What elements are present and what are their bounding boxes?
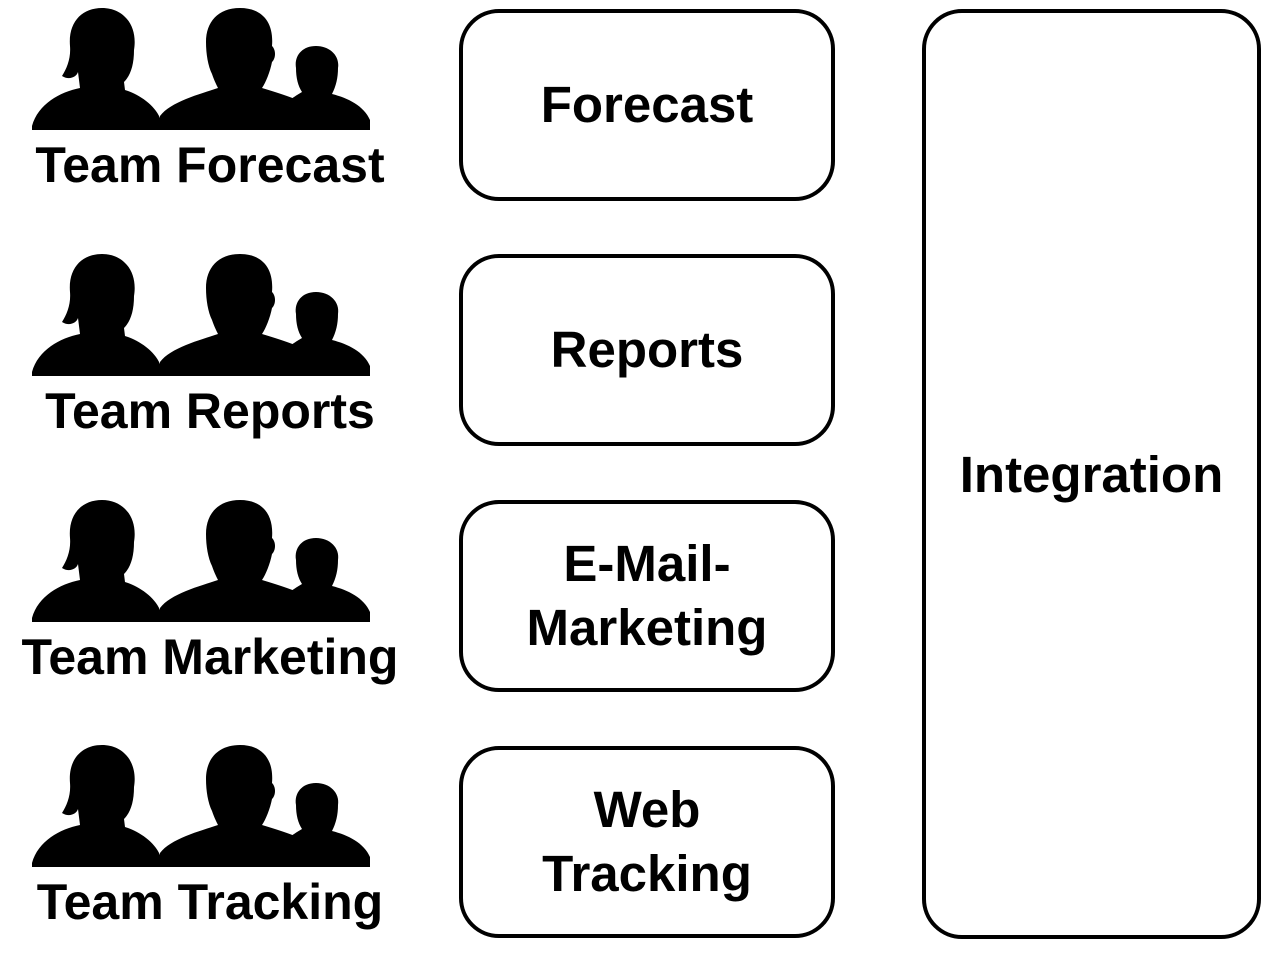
team-reports: Team Reports (0, 252, 420, 487)
integration-label: Integration (959, 445, 1224, 503)
people-group-icon (30, 252, 370, 376)
people-group-icon (30, 743, 370, 867)
team-label: Team Tracking (36, 874, 384, 930)
people-group-icon (30, 6, 370, 130)
team-marketing: Team Marketing (0, 498, 420, 733)
module-reports: Reports (459, 254, 835, 446)
integration-box: Integration (922, 9, 1261, 939)
team-forecast: Team Forecast (0, 6, 420, 241)
team-label: Team Reports (45, 383, 375, 439)
team-label: Team Forecast (35, 137, 385, 193)
module-forecast: Forecast (459, 9, 835, 201)
team-label: Team Marketing (21, 629, 399, 685)
people-group-icon (30, 498, 370, 622)
module-web-tracking: Web Tracking (459, 746, 835, 938)
team-tracking: Team Tracking (0, 743, 420, 978)
module-email-marketing: E-Mail- Marketing (459, 500, 835, 692)
